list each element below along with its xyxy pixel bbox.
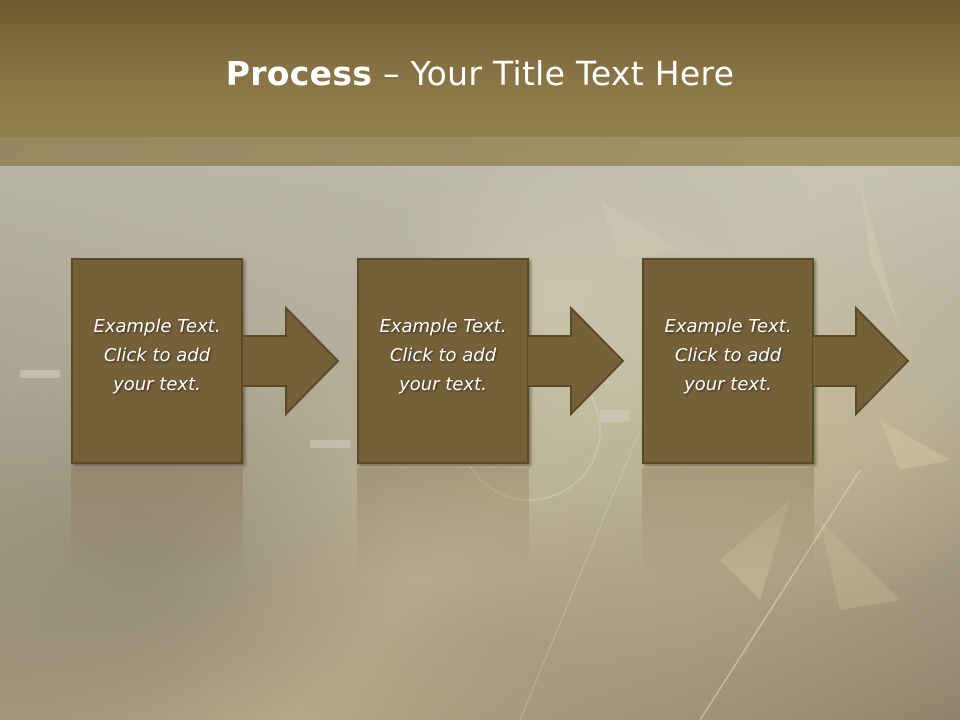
- step-3-reflection: [642, 468, 814, 578]
- step-2-text[interactable]: Example Text. Click to add your text.: [379, 316, 507, 395]
- title-subband: [0, 137, 960, 166]
- step-1-text[interactable]: Example Text. Click to add your text.: [93, 316, 221, 395]
- step-2-reflection: [357, 468, 529, 578]
- step-3-arrow: [812, 306, 910, 416]
- process-step-1[interactable]: Example Text. Click to add your text.: [71, 258, 243, 464]
- step-1-arrow: [242, 306, 340, 416]
- process-step-3[interactable]: Example Text. Click to add your text.: [642, 258, 814, 464]
- title-rest: – Your Title Text Here: [372, 54, 735, 93]
- step-1-reflection: [71, 468, 243, 578]
- slide-title[interactable]: Process – Your Title Text Here: [0, 54, 960, 94]
- step-3-text[interactable]: Example Text. Click to add your text.: [664, 316, 792, 395]
- title-bold: Process: [225, 54, 373, 93]
- step-2-arrow: [527, 306, 625, 416]
- title-band: [0, 0, 960, 137]
- process-step-2[interactable]: Example Text. Click to add your text.: [357, 258, 529, 464]
